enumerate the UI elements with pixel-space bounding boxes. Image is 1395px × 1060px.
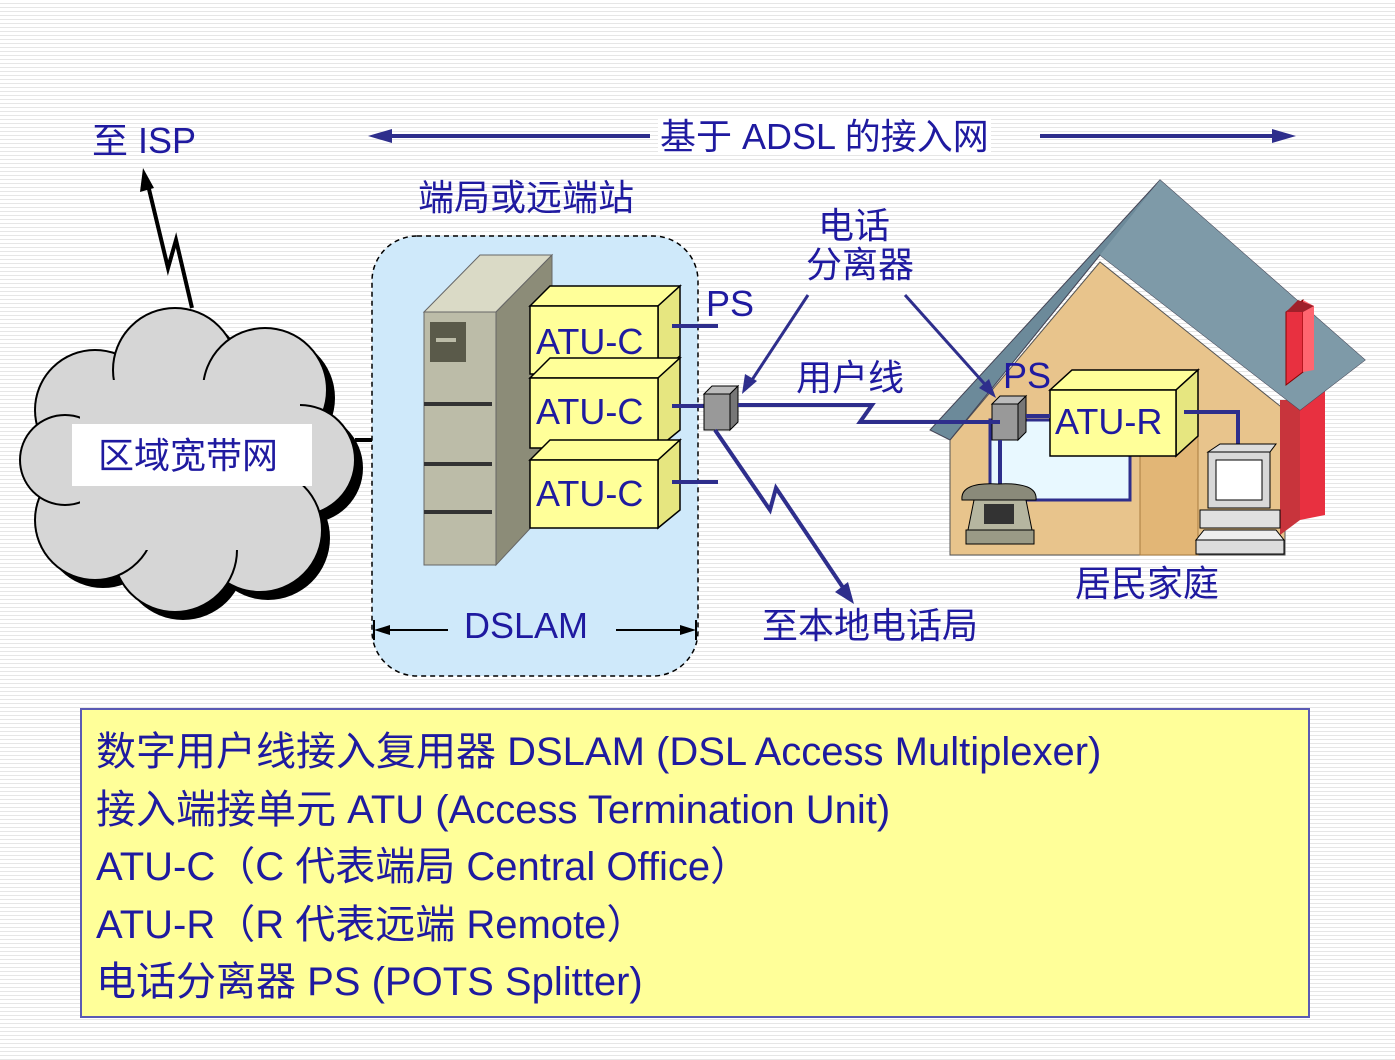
atu-r-label: ATU-R <box>1055 401 1163 442</box>
splitter-pointer-left <box>742 294 810 394</box>
to-local-office-label: 至本地电话局 <box>762 605 979 646</box>
atu-c-module-3 <box>528 438 682 530</box>
end-office-label: 端局或远端站 <box>418 177 635 218</box>
legend-box: 数字用户线接入复用器 DSLAM (DSL Access Multiplexer… <box>80 708 1310 1018</box>
atu-c-label-1: ATU-C <box>536 321 644 362</box>
to-isp-label: 至 ISP <box>92 120 197 161</box>
regional-network-label: 区域宽带网 <box>98 435 279 476</box>
atu-c-label-2: ATU-C <box>536 391 644 432</box>
adsl-span-arrow <box>368 129 1296 143</box>
telephone-icon <box>961 440 1037 545</box>
splitter-icon-home <box>990 394 1028 442</box>
dslam-label: DSLAM <box>464 605 589 646</box>
legend-line-atu-c: ATU-C（C 代表端局 Central Office） <box>96 845 751 889</box>
user-line <box>738 403 1000 424</box>
splitter-label-line2: 分离器 <box>806 244 915 285</box>
dslam-span-arrow <box>373 620 697 640</box>
cloud-icon <box>19 307 363 620</box>
legend-line-atu-r: ATU-R（R 代表远端 Remote） <box>96 902 647 947</box>
computer-icon <box>1194 443 1286 555</box>
local-office-link <box>713 428 854 604</box>
splitter-label-line1: 电话 <box>818 205 891 246</box>
adsl-access-network-label: 基于 ADSL 的接入网 <box>658 116 991 157</box>
chimney-icon <box>1285 299 1314 387</box>
splitter-icon-central <box>702 384 740 432</box>
legend-line-dslam: 数字用户线接入复用器 DSLAM (DSL Access Multiplexer… <box>96 730 1102 774</box>
ps-label-central: PS <box>706 283 755 324</box>
home-label: 居民家庭 <box>1075 563 1220 604</box>
atu-c-label-3: ATU-C <box>536 473 644 514</box>
isp-link <box>140 168 194 309</box>
atu-c-module-2 <box>528 356 682 450</box>
user-line-label: 用户线 <box>796 357 905 398</box>
legend-line-atu: 接入端接单元 ATU (Access Termination Unit) <box>96 787 891 832</box>
legend-line-ps: 电话分离器 PS (POTS Splitter) <box>96 960 643 1004</box>
ps-label-home: PS <box>1003 355 1052 396</box>
atu-r-pc-link <box>1184 410 1240 444</box>
splitter-pointer-right <box>903 293 996 398</box>
